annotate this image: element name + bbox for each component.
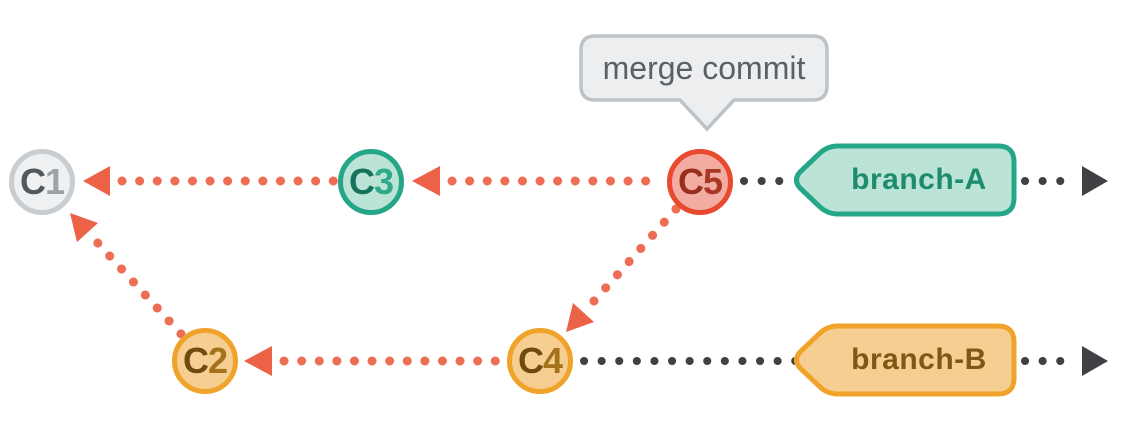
commit-digit: 4 (542, 340, 563, 381)
merge-commit-callout-label: merge commit (602, 49, 806, 86)
commit-letter: C (182, 340, 209, 381)
commit-letter: C (677, 161, 704, 202)
commit-digit: 5 (702, 161, 723, 202)
arrowhead-into-c2-icon (244, 346, 272, 376)
arrowhead-into-c1-icon (83, 166, 110, 196)
timeline-arrow-b-icon (1082, 346, 1108, 376)
commit-digit: 3 (373, 161, 394, 202)
timeline-arrow-a-icon (1082, 166, 1108, 196)
commit-digit: 1 (44, 161, 65, 202)
dotted-line-c5-to-c4 (589, 204, 681, 306)
arrowhead-into-c1-diagonal-icon (70, 213, 98, 242)
commit-digit: 2 (207, 340, 228, 381)
branch-a-tag-shape (794, 143, 1017, 217)
merge-commit-callout-shape (579, 34, 829, 132)
arrowhead-into-c4-icon (566, 303, 594, 332)
commit-letter: C (348, 161, 375, 202)
branch-b-label: branch-B (851, 343, 987, 376)
branch-b-tag-shape (794, 323, 1017, 397)
dotted-line-c2-to-c1 (90, 235, 186, 339)
arrowhead-into-c3-icon (412, 166, 440, 196)
commit-letter: C (19, 161, 46, 202)
commit-letter: C (517, 340, 544, 381)
branch-a-label: branch-A (851, 163, 987, 196)
